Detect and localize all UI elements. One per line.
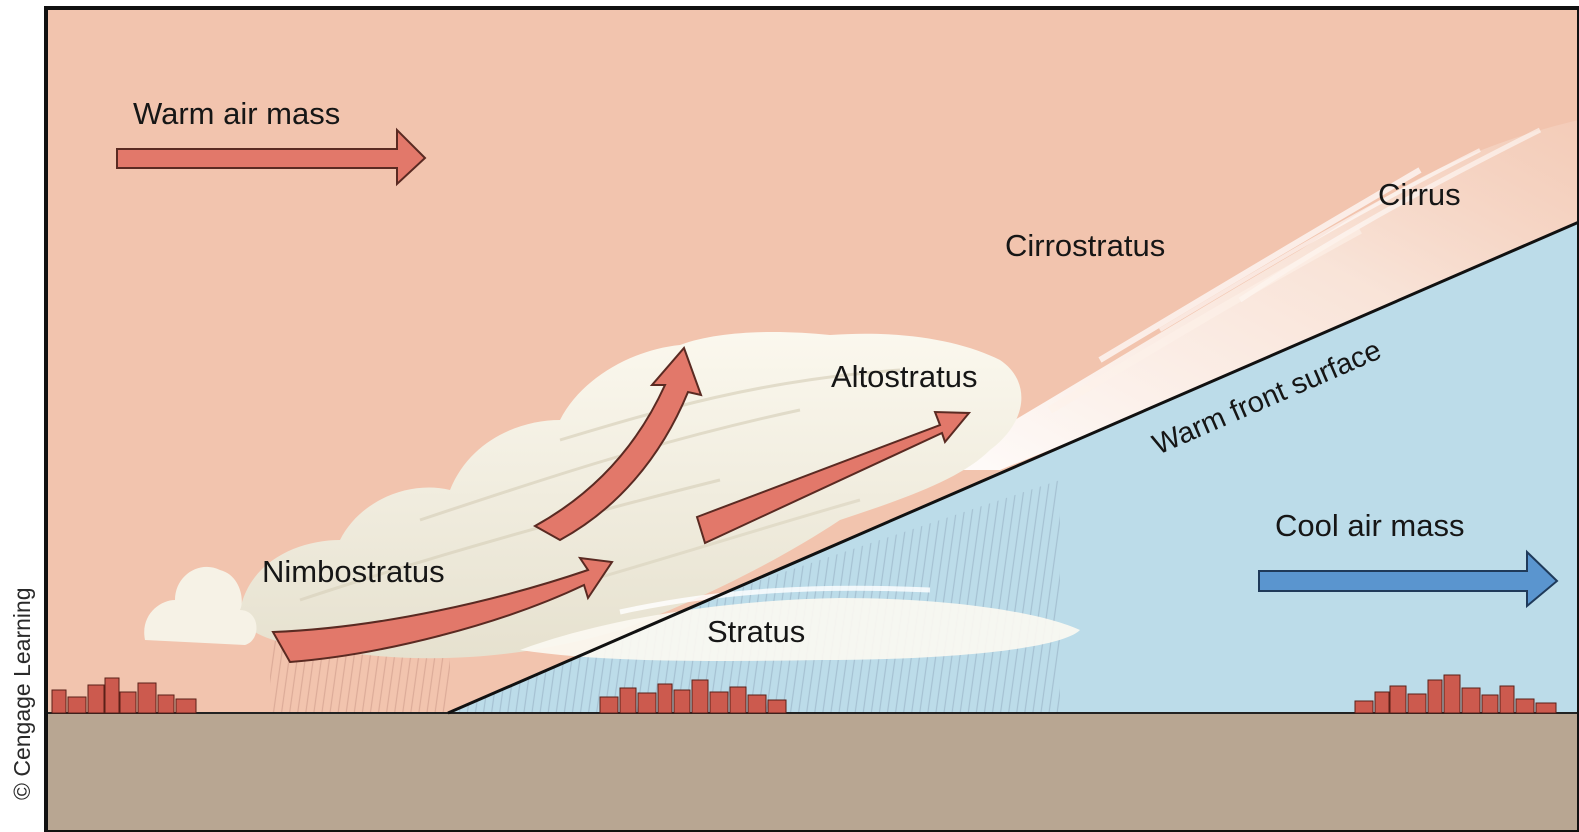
- cirrostratus-label: Cirrostratus: [1005, 228, 1165, 263]
- cirrus-label: Cirrus: [1378, 177, 1461, 212]
- copyright-credit: © Cengage Learning: [9, 587, 35, 800]
- altostratus-label: Altostratus: [831, 359, 977, 394]
- cool-air-mass-label: Cool air mass: [1275, 508, 1465, 543]
- ground: [46, 713, 1579, 832]
- warm-air-mass-label: Warm air mass: [133, 96, 340, 131]
- nimbostratus-label: Nimbostratus: [262, 554, 445, 589]
- stratus-label: Stratus: [707, 614, 805, 649]
